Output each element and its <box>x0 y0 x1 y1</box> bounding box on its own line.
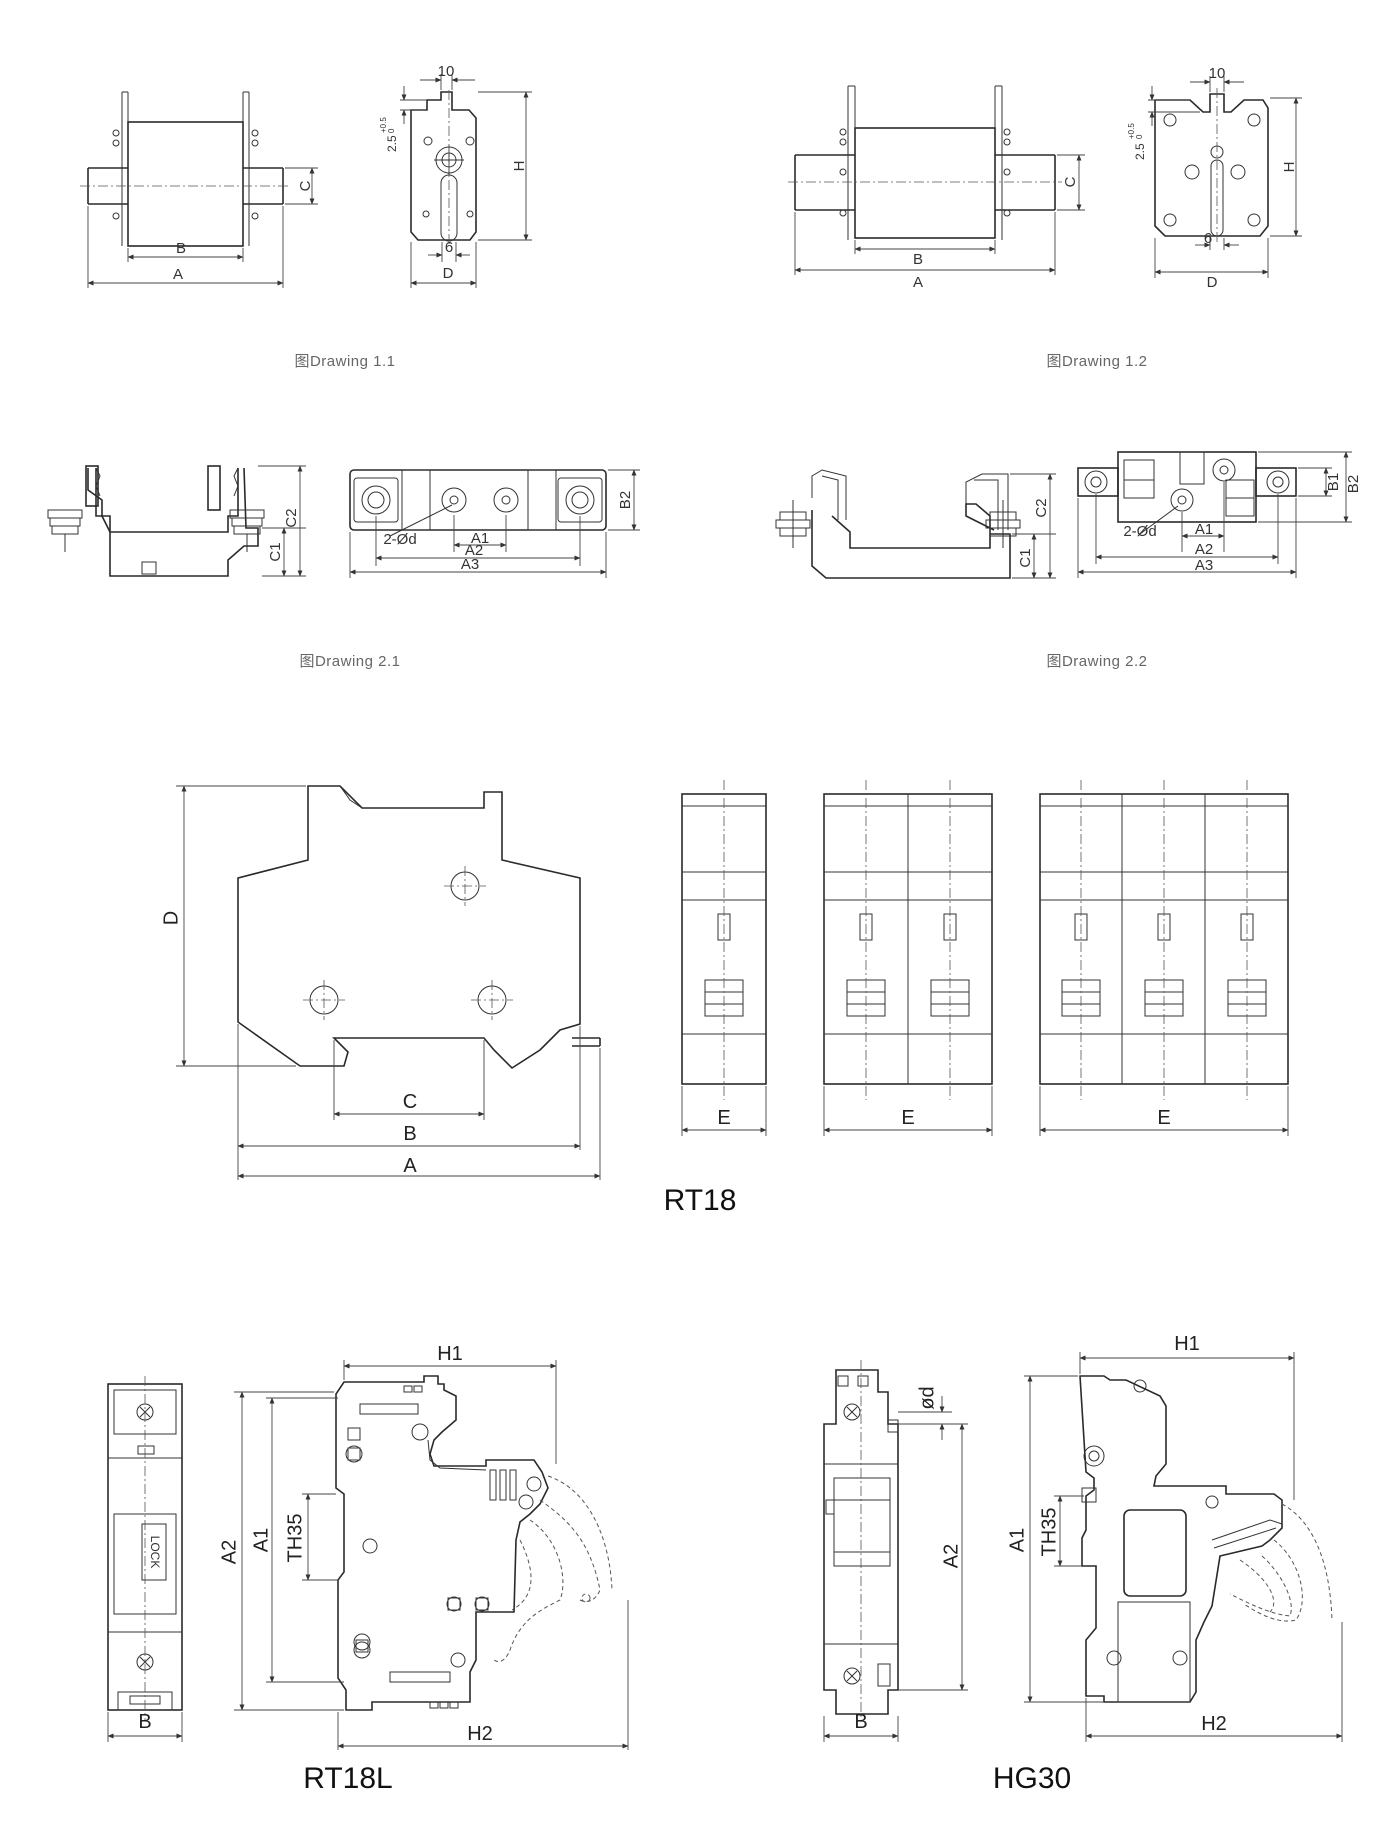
rt18-dim-a-label: A <box>403 1155 417 1177</box>
fuse-front-dimensions-1-1: B A C <box>87 167 318 288</box>
dim-b-label: B <box>176 240 186 257</box>
rt18-dim-c-label: C <box>403 1091 417 1113</box>
drawing-1-2: B A C 10 <box>788 65 1302 370</box>
hg30-dim-h1-label: H1 <box>1174 1333 1200 1355</box>
rt18-drawing: D C B A E <box>160 780 1289 1217</box>
dim-a3-label: A3 <box>461 556 479 573</box>
hg30-dim-a1-label: A1 <box>1006 1528 1028 1552</box>
dim-c-label-1-2: C <box>1062 176 1079 187</box>
dim-tolerance-label-1-2: 2.5 <box>1133 143 1147 160</box>
dim-a1-label-2-2: A1 <box>1195 521 1213 538</box>
dim-a1-label: A1 <box>471 530 489 547</box>
dim-d-label: D <box>443 265 454 282</box>
rt18-2-pole-front: E <box>823 780 993 1136</box>
hg30-dim-a2-label: A2 <box>940 1544 962 1568</box>
rt18-1-pole-front: E <box>681 780 767 1136</box>
dim-tolerance-sup: +0.5 <box>379 117 388 133</box>
dim-c2-label-2-2: C2 <box>1033 498 1050 517</box>
drawing-2-2: C2 C1 2-Ød A1 A2 <box>775 451 1362 670</box>
fuse-side-dimensions-1-2: 10 2.5 +0.5 0 6 D H <box>1127 65 1302 291</box>
fuse-side-dimensions-1-1: 10 2.5 +0.5 0 6 D H <box>379 63 532 288</box>
caption-drawing-2-2: 图Drawing 2.2 <box>1046 653 1147 670</box>
fuse-front-dimensions-1-2: B A C <box>794 154 1085 291</box>
dim-b2-label-2-2: B2 <box>1345 475 1362 493</box>
hg30-front-view: A2 ød B <box>823 1360 968 1742</box>
dim-hole-label-2-2: 2-Ød <box>1123 523 1156 540</box>
dim-a2-label: A2 <box>465 542 483 559</box>
dim-6-label-1-2: 6 <box>1204 230 1212 247</box>
fuse-front-view-1-2 <box>788 85 1062 240</box>
hg30-dim-od-label: ød <box>916 1386 938 1409</box>
dim-tolerance-label: 2.5 <box>385 135 399 152</box>
hg30-dim-th35-label: TH35 <box>1038 1508 1060 1557</box>
caption-drawing-2-1: 图Drawing 2.1 <box>299 653 400 670</box>
dim-a3-label-2-2: A3 <box>1195 557 1213 574</box>
dim-a2-label-2-2: A2 <box>1195 541 1213 558</box>
dim-c-label: C <box>297 180 314 191</box>
hg30-drawing: A2 ød B <box>823 1333 1343 1795</box>
dim-10-label-1-2: 10 <box>1209 65 1226 82</box>
rt18l-side-view: H1 H2 A2 A1 TH35 <box>218 1343 629 1750</box>
hg30-side-view: H1 H2 A1 TH35 <box>1006 1333 1343 1742</box>
dim-h-label-1-2: H <box>1281 162 1298 173</box>
fuse-side-view-1-2 <box>1154 88 1269 242</box>
dim-6-label: 6 <box>445 239 453 256</box>
rt18-dim-e-1p: E <box>717 1107 730 1129</box>
rt18l-dim-a2-label: A2 <box>218 1540 240 1564</box>
dim-d-label-1-2: D <box>1207 274 1218 291</box>
dim-b-label-1-2: B <box>913 251 923 268</box>
base-top-view-2-2: 2-Ød A1 A2 A3 B1 B2 <box>1077 451 1362 578</box>
rt18-title: RT18 <box>664 1184 737 1217</box>
rt18l-dim-h1-label: H1 <box>437 1343 463 1365</box>
dim-c1-label-2-2: C1 <box>1017 548 1034 567</box>
caption-drawing-1-1: 图Drawing 1.1 <box>294 353 395 370</box>
rt18l-front-view: LOCK B <box>107 1376 183 1742</box>
base-side-view-2-2: C2 C1 <box>775 469 1056 579</box>
rt18l-dim-th35-label: TH35 <box>284 1514 306 1563</box>
rt18l-dim-a1-label: A1 <box>250 1528 272 1552</box>
dim-h-label: H <box>511 161 528 172</box>
rt18-3-pole-front: E <box>1039 780 1289 1136</box>
dim-b1-label: B1 <box>1325 473 1342 491</box>
drawing-2-1: C2 C1 A1 2-Ød A2 A3 <box>47 465 640 670</box>
hg30-dim-h2-label: H2 <box>1201 1713 1227 1735</box>
rt18l-title: RT18L <box>303 1762 393 1795</box>
dim-c1-label: C1 <box>267 542 284 561</box>
base-top-view-2-1: A1 2-Ød A2 A3 B2 <box>349 469 640 578</box>
base-side-view-2-1: C2 C1 <box>47 465 306 577</box>
dim-tolerance-sub-1-2: 0 <box>1135 134 1144 139</box>
dim-tolerance-sub: 0 <box>387 128 396 133</box>
rt18-dim-e-2p: E <box>901 1107 914 1129</box>
fuse-side-view-1-1 <box>410 90 477 246</box>
lock-label: LOCK <box>148 1536 162 1569</box>
drawing-1-1: B A C 10 <box>80 63 532 370</box>
caption-drawing-1-2: 图Drawing 1.2 <box>1046 353 1147 370</box>
rt18-dim-d-label: D <box>160 911 182 925</box>
dim-hole-label: 2-Ød <box>383 531 416 548</box>
dim-a-label: A <box>173 266 183 283</box>
rt18-side-dimensions: D C B A <box>160 785 601 1180</box>
dim-10-label: 10 <box>438 63 455 80</box>
hg30-title: HG30 <box>993 1762 1071 1795</box>
rt18l-dim-h2-label: H2 <box>467 1723 493 1745</box>
rt18l-dim-b-label: B <box>138 1711 151 1733</box>
rt18-dim-e-3p: E <box>1157 1107 1170 1129</box>
rt18-side-profile <box>237 785 601 1070</box>
rt18-dim-b-label: B <box>403 1123 416 1145</box>
dim-a-label-1-2: A <box>913 274 923 291</box>
dim-tolerance-sup-1-2: +0.5 <box>1127 123 1136 139</box>
hg30-dim-b-label: B <box>854 1711 867 1733</box>
dim-c2-label: C2 <box>283 508 300 527</box>
dim-b2-label: B2 <box>617 491 634 509</box>
fuse-front-view-1-1 <box>80 91 290 247</box>
rt18l-drawing: LOCK B <box>107 1343 629 1795</box>
